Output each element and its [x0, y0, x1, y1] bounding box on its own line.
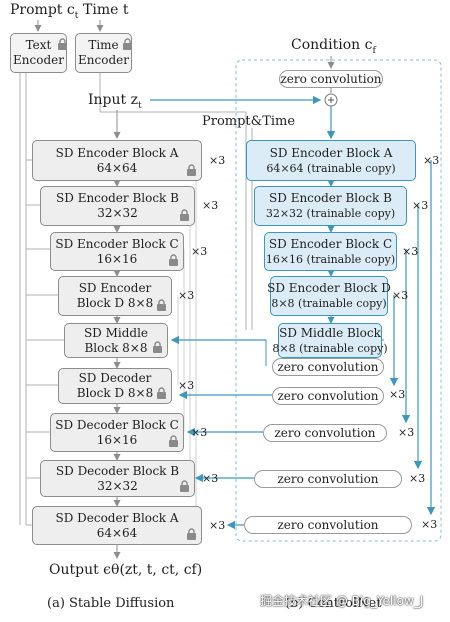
input-label: Input zt: [88, 92, 142, 111]
caption-stable-diffusion: (a) Stable Diffusion: [47, 596, 175, 611]
lock-icon: [168, 254, 179, 266]
lock-icon: [179, 480, 190, 492]
lock-icon: [57, 35, 68, 50]
zero-conv-mult-c: ×3: [398, 426, 415, 439]
lock-icon: [179, 209, 190, 221]
lock-icon: [122, 35, 133, 50]
zero-convolution-a: zero convolution: [244, 516, 412, 534]
lock-icon: [186, 528, 197, 540]
lock-icon: [152, 341, 163, 353]
controlnet-mult-2: ×3: [402, 244, 419, 258]
lock-icon: [186, 164, 197, 176]
time-encoder-block: Time Encoder: [75, 33, 132, 73]
sd-mult-7: ×3: [202, 471, 219, 485]
caption-controlnet: (b) ControlNet: [285, 596, 382, 611]
zero-convolution-c: zero convolution: [263, 424, 387, 442]
time-label: Time t: [83, 2, 129, 18]
sd-mult-0: ×3: [209, 153, 226, 167]
text-encoder-block: Text Encoder: [10, 33, 67, 73]
prompt-time-label: Prompt&Time: [202, 114, 296, 129]
prompt-label: Prompt ct: [10, 2, 79, 21]
zero-convolution-input: zero convolution: [279, 70, 383, 88]
sd-mult-1: ×3: [202, 199, 219, 212]
sd-mult-2: ×3: [191, 244, 208, 258]
lock-icon: [156, 387, 167, 399]
zero-convolution-b: zero convolution: [254, 470, 402, 488]
zero-convolution-middle: zero convolution: [272, 358, 384, 376]
lock-icon: [168, 435, 179, 447]
watermark: 掘金技术社区 @ Big_Yellow_J: [260, 594, 424, 608]
zero-conv-mult-b: ×3: [409, 472, 426, 485]
zero-conv-mult-a: ×3: [421, 518, 438, 531]
sd-mult-5: ×3: [178, 379, 195, 392]
controlnet-mult-1: ×3: [412, 199, 429, 212]
output-label: Output ϵθ(zt, t, ct, cf): [49, 562, 203, 578]
sd-mult-3: ×3: [178, 289, 195, 302]
zero-conv-mult-d: ×3: [389, 388, 406, 401]
sd-mult-8: ×3: [209, 518, 226, 532]
controlnet-mult-0: ×3: [423, 153, 440, 167]
zero-convolution-d: zero convolution: [272, 387, 384, 405]
lock-icon: [156, 299, 167, 311]
sd-mult-6: ×3: [191, 425, 208, 439]
controlnet-mult-3: ×3: [392, 289, 409, 302]
condition-label: Condition cf: [291, 37, 376, 56]
